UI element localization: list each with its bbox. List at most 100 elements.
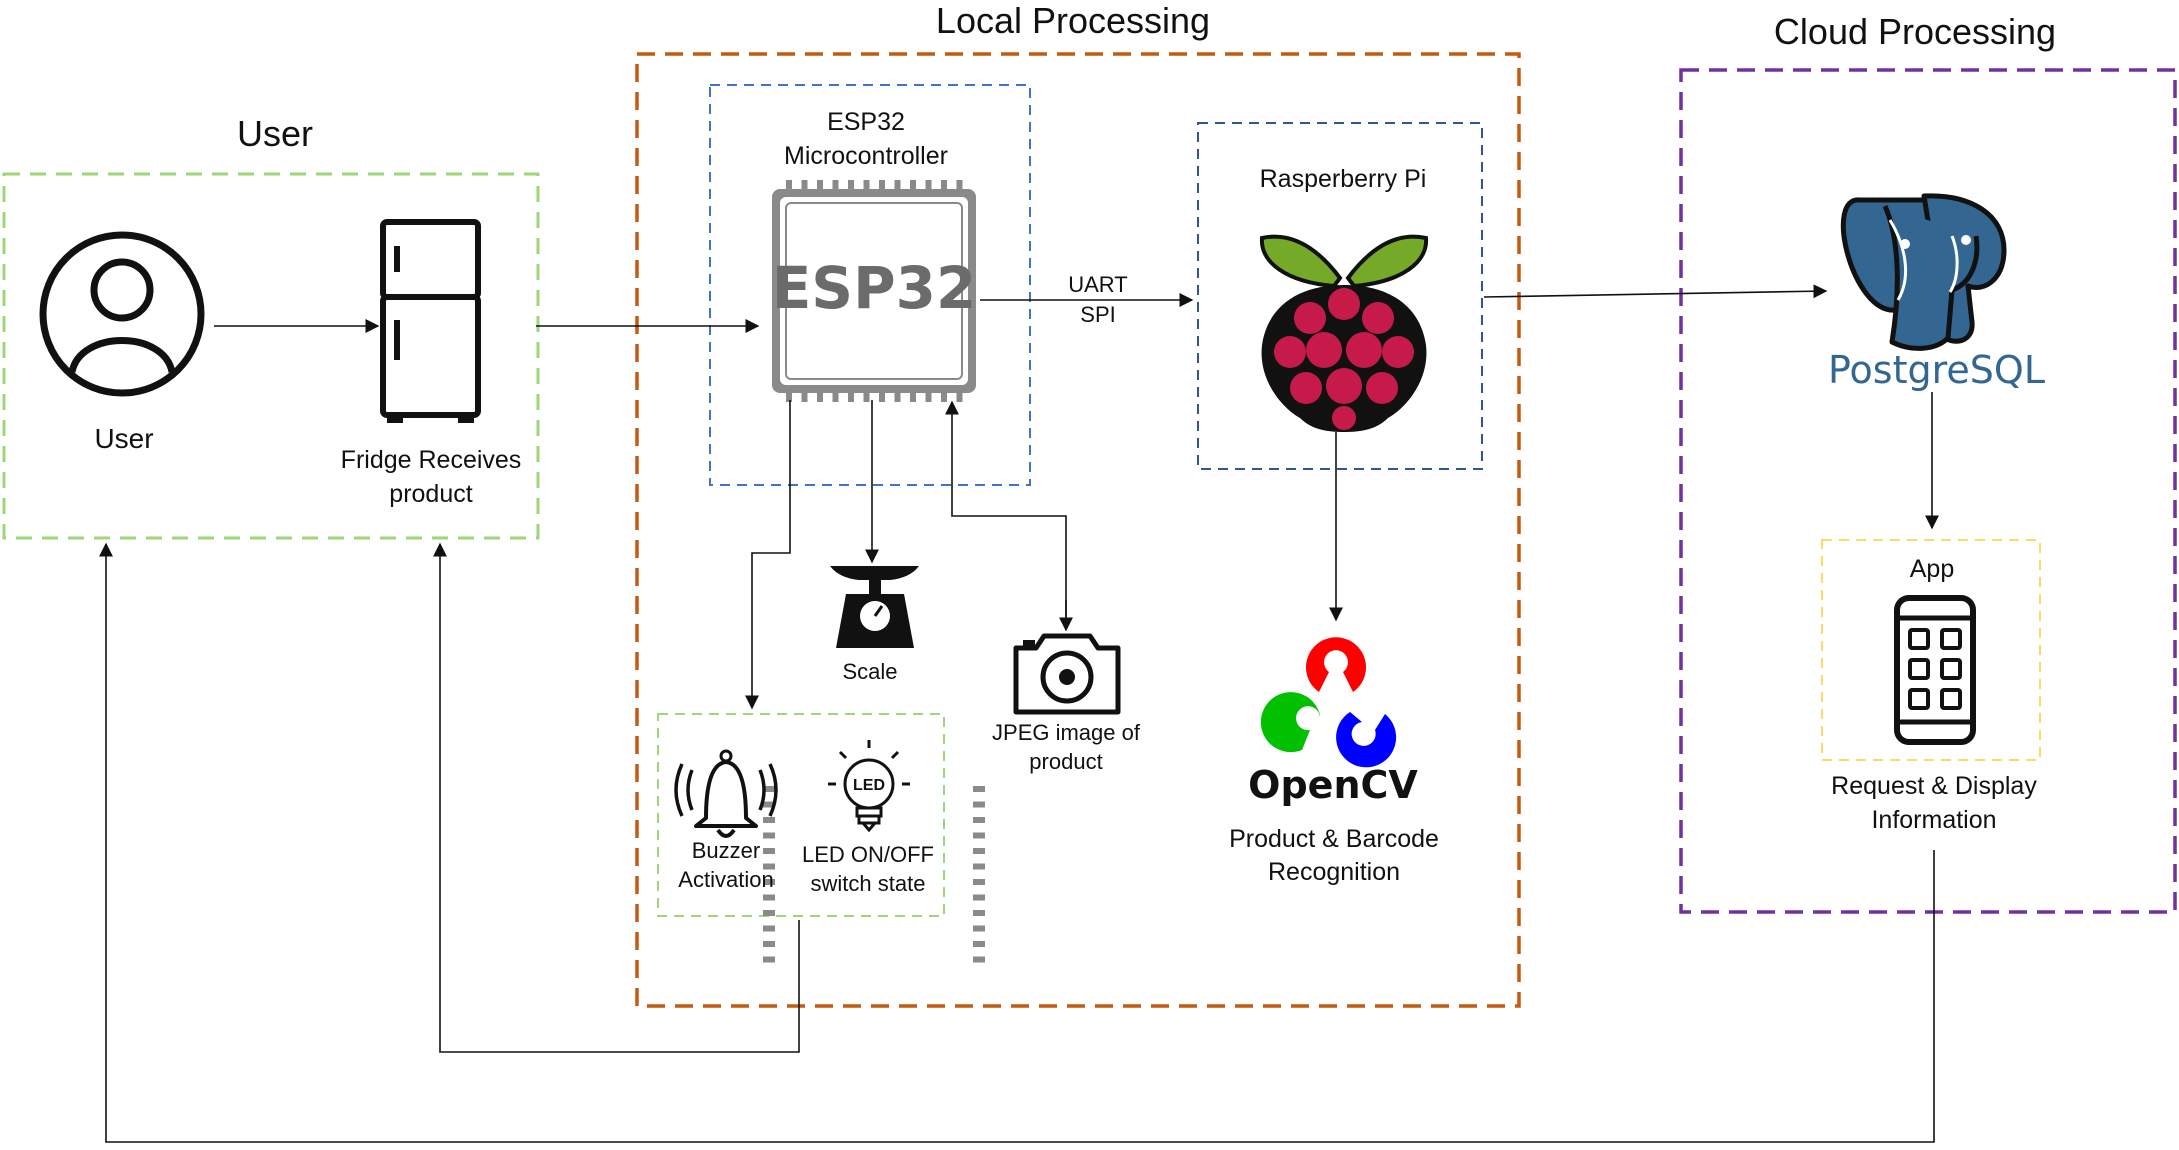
chip-pin — [832, 180, 839, 192]
chip-pin — [956, 180, 963, 192]
user-label: User — [94, 423, 153, 454]
chip-pin — [925, 390, 932, 402]
postgresql-logo-text: PostgreSQL — [1828, 348, 2045, 392]
chip-pin — [848, 390, 854, 402]
node-scale: Scale — [830, 566, 919, 684]
app-label-line1: Request & Display — [1831, 772, 2037, 800]
led-bulb-icon — [828, 740, 910, 833]
esp32-title-line2: Microcontroller — [784, 142, 948, 170]
chip-pin — [973, 848, 985, 854]
chip-pin — [973, 786, 985, 792]
group-raspberry-pi: Rasperberry Pi — [1197, 122, 1483, 470]
chip-pin — [973, 832, 985, 839]
group-app-border — [1821, 539, 2041, 761]
chip-pin — [894, 390, 901, 402]
edge-uart-label-line2: SPI — [1080, 302, 1115, 327]
esp32-chip-text: ESP32 — [772, 254, 977, 322]
node-user: User — [39, 231, 205, 454]
chip-pin — [763, 832, 775, 839]
camera-label-line2: product — [1029, 749, 1102, 774]
chip-pin — [973, 941, 985, 947]
group-local-border — [635, 52, 1521, 1008]
camera-label-line1: JPEG image of — [992, 720, 1141, 745]
node-raspberry-pi — [1259, 234, 1429, 432]
node-app: Request & Display Information — [1831, 595, 2037, 834]
opencv-logo — [1260, 637, 1397, 768]
app-title: App — [1910, 555, 1954, 583]
node-opencv: OpenCV Product & Barcode Recognition — [1229, 637, 1439, 886]
edge-uart-label-line1: UART — [1068, 272, 1128, 297]
edge-app-to-user — [99, 542, 1935, 1143]
opencv-logo-text: OpenCV — [1248, 763, 1418, 807]
node-camera: JPEG image of product — [992, 633, 1141, 774]
scale-label: Scale — [842, 659, 897, 684]
edge-rpi-to-postgresql — [1483, 284, 1828, 299]
chip-pin — [910, 390, 916, 402]
group-esp32: ESP32 Microcontroller — [709, 84, 1031, 486]
chip-pin — [956, 390, 963, 402]
chip-pin — [763, 801, 775, 808]
node-buzzer: Buzzer Activation — [674, 749, 778, 892]
edge-esp32-to-buzzer — [745, 400, 791, 710]
led-icon-text: LED — [853, 777, 885, 794]
smartphone-icon — [1894, 595, 1976, 745]
scale-icon — [830, 566, 919, 648]
edge-actuators-to-fridge — [433, 542, 800, 1053]
chip-pin — [817, 180, 823, 192]
node-fridge: Fridge Receives product — [341, 219, 522, 508]
opencv-label-line2: Recognition — [1268, 858, 1400, 886]
chip-pin — [973, 894, 985, 901]
chip-pin — [894, 180, 901, 192]
postgresql-elephant-icon — [1840, 193, 2007, 351]
chip-pin — [763, 956, 775, 963]
chip-pin — [801, 390, 808, 402]
node-esp32-chip: ESP32 — [763, 180, 985, 963]
node-postgresql: PostgreSQL — [1828, 193, 2045, 392]
esp32-title-line1: ESP32 — [827, 108, 905, 136]
edges: UART SPI — [99, 272, 1939, 1143]
group-actuators-border — [657, 713, 945, 917]
chip-pin — [786, 390, 792, 402]
chip-pin — [848, 180, 854, 192]
chip-pin — [973, 956, 985, 963]
led-label-line1: LED ON/OFF — [802, 842, 934, 867]
camera-icon — [1013, 633, 1121, 715]
chip-pin — [863, 390, 870, 402]
postgresql-text-a: Postgre — [1828, 348, 1970, 392]
chip-pin — [863, 180, 870, 192]
group-user: User — [2, 113, 540, 540]
chip-pin — [941, 180, 947, 192]
chip-pin — [801, 180, 808, 192]
group-cloud-border — [1679, 68, 2177, 914]
chip-pin — [763, 817, 775, 823]
group-local-processing: Local Processing — [635, 0, 1521, 1008]
user-icon — [39, 231, 205, 397]
chip-pin — [973, 925, 985, 932]
chip-pin — [973, 801, 985, 808]
buzzer-label-line2: Activation — [678, 867, 773, 892]
chip-pin — [763, 879, 775, 885]
chip-pin — [879, 390, 885, 402]
raspberry-pi-icon — [1259, 234, 1429, 432]
microchip-icon — [763, 180, 985, 963]
chip-pin — [763, 848, 775, 854]
edge-camera-to-esp32 — [945, 400, 1067, 630]
fridge-label-line1: Fridge Receives — [341, 446, 522, 474]
group-actuators — [657, 713, 945, 917]
postgresql-text-b: SQL — [1970, 348, 2045, 392]
app-label-line2: Information — [1871, 806, 1996, 834]
chip-pin — [941, 390, 947, 402]
chip-pin — [973, 879, 985, 885]
fridge-label-line2: product — [389, 480, 472, 508]
node-led: LED LED ON/OFF switch state — [802, 740, 934, 896]
chip-pin — [763, 863, 775, 870]
chip-pin — [786, 180, 792, 192]
rpi-title: Rasperberry Pi — [1260, 165, 1427, 193]
chip-pin — [973, 817, 985, 823]
group-esp32-border — [709, 84, 1031, 486]
chip-pin — [879, 180, 885, 192]
chip-pin — [763, 786, 775, 792]
group-cloud-processing: Cloud Processing — [1679, 11, 2177, 914]
chip-pin — [817, 390, 823, 402]
